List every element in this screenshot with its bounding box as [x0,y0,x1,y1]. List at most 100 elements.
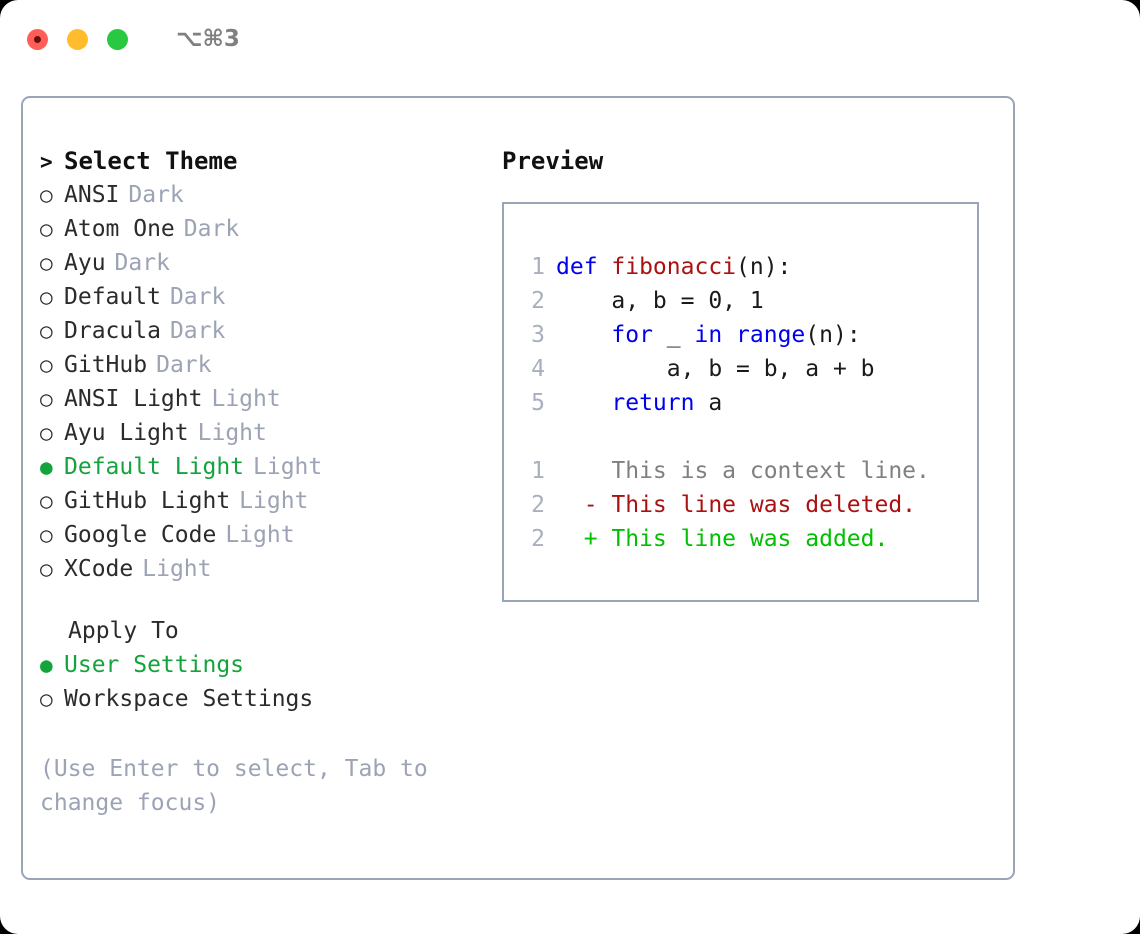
diff-text: This line was deleted. [597,492,917,518]
apply-to-list: ●User Settings ○ Workspace Settings [40,648,510,716]
diff-text: This is a context line. [597,458,930,484]
theme-name: Google Code [64,522,217,548]
theme-list-item[interactable]: ○ XCode Light [40,552,510,586]
code-token: def [556,254,612,280]
diff-sample: 1 This is a context line.2 - This line w… [517,454,977,556]
list-spacer [40,586,510,614]
theme-name: Atom One [64,216,175,242]
radio-unselected-icon: ○ [40,285,53,309]
theme-variant-badge: Light [142,556,212,582]
diff-line-number: 1 [531,458,545,484]
code-token [722,322,736,348]
theme-name: XCode [64,556,134,582]
code-token [556,390,611,416]
select-theme-heading: >Select Theme [40,144,510,178]
diff-sign: - [556,492,598,518]
theme-variant-badge: Dark [169,284,226,310]
diff-line-number: 2 [531,526,545,552]
theme-name: ANSI Light [64,386,203,412]
code-token: a, b = 0, 1 [556,288,764,314]
preview-title: Preview [502,147,604,175]
diff-line: 1 This is a context line. [517,454,977,488]
code-token: a [694,390,723,416]
theme-name: Ayu [64,250,106,276]
theme-variant-badge: Light [239,488,309,514]
theme-variant-badge: Dark [183,216,240,242]
theme-name: Default Light [64,454,245,480]
radio-unselected-icon: ○ [40,251,53,275]
diff-sign [556,458,598,484]
theme-list-item[interactable]: ○ GitHub Dark [40,348,510,382]
minimize-button[interactable] [67,28,88,50]
title-bar: ⌥⌘3 [0,0,1140,78]
code-token: range [736,322,806,348]
theme-variant-badge: Dark [114,250,170,276]
code-token: (n): [805,322,861,348]
theme-list-item[interactable]: ○ ANSI Light Light [40,382,510,416]
code-token: fibonacci [611,254,737,280]
code-line-number: 4 [531,356,545,382]
code-line-number: 2 [531,288,545,314]
radio-unselected-icon: ○ [40,319,53,343]
theme-variant-badge: Light [197,420,267,446]
radio-unselected-icon: ○ [40,353,53,377]
keyboard-shortcut-label: ⌥⌘3 [176,26,240,52]
theme-name: ANSI [64,182,120,208]
theme-name: Dracula [64,318,161,344]
diff-line: 2 - This line was deleted. [517,488,977,522]
radio-unselected-icon: ○ [40,387,53,411]
apply-to-item[interactable]: ●User Settings [40,648,510,682]
code-line: 5 return a [517,386,977,420]
code-token: for [611,322,653,348]
theme-name: Ayu Light [64,420,189,446]
diff-text: This line was added. [597,526,889,552]
theme-name: GitHub [64,352,148,378]
radio-unselected-icon: ○ [40,183,53,207]
radio-unselected-icon: ○ [40,687,53,711]
apply-to-item-label: Workspace Settings [64,686,314,712]
radio-unselected-icon: ○ [40,489,53,513]
maximize-button[interactable] [107,28,128,50]
close-button[interactable] [27,28,48,50]
code-token: return [611,390,695,416]
code-token: a, b = b, a + b [556,356,875,382]
code-line-number: 5 [531,390,545,416]
radio-selected-icon: ● [40,455,53,479]
prompt-caret-icon: > [40,150,53,174]
code-line: 4 a, b = b, a + b [517,352,977,386]
radio-unselected-icon: ○ [40,557,53,581]
theme-list-item[interactable]: ○ Ayu Dark [40,246,510,280]
radio-unselected-icon: ○ [40,523,53,547]
hint-spacer [40,716,510,752]
apply-to-item[interactable]: ○ Workspace Settings [40,682,510,716]
theme-variant-badge: Dark [169,318,226,344]
diff-sign: + [556,526,598,552]
theme-variant-badge: Dark [156,352,212,378]
code-token: (n): [736,254,792,280]
code-line: 2 a, b = 0, 1 [517,284,977,318]
theme-list-item[interactable]: ○ Dracula Dark [40,314,510,348]
diff-line: 2 + This line was added. [517,522,977,556]
code-diff-spacer [517,420,977,454]
keyboard-hint: (Use Enter to select, Tab to change focu… [40,756,428,816]
code-token [556,322,611,348]
theme-list-item[interactable]: ○ Google Code Light [40,518,510,552]
radio-selected-icon: ● [40,653,53,677]
code-line-number: 3 [531,322,545,348]
theme-variant-badge: Light [211,386,281,412]
theme-variant-badge: Light [225,522,295,548]
code-token: _ [652,322,695,348]
